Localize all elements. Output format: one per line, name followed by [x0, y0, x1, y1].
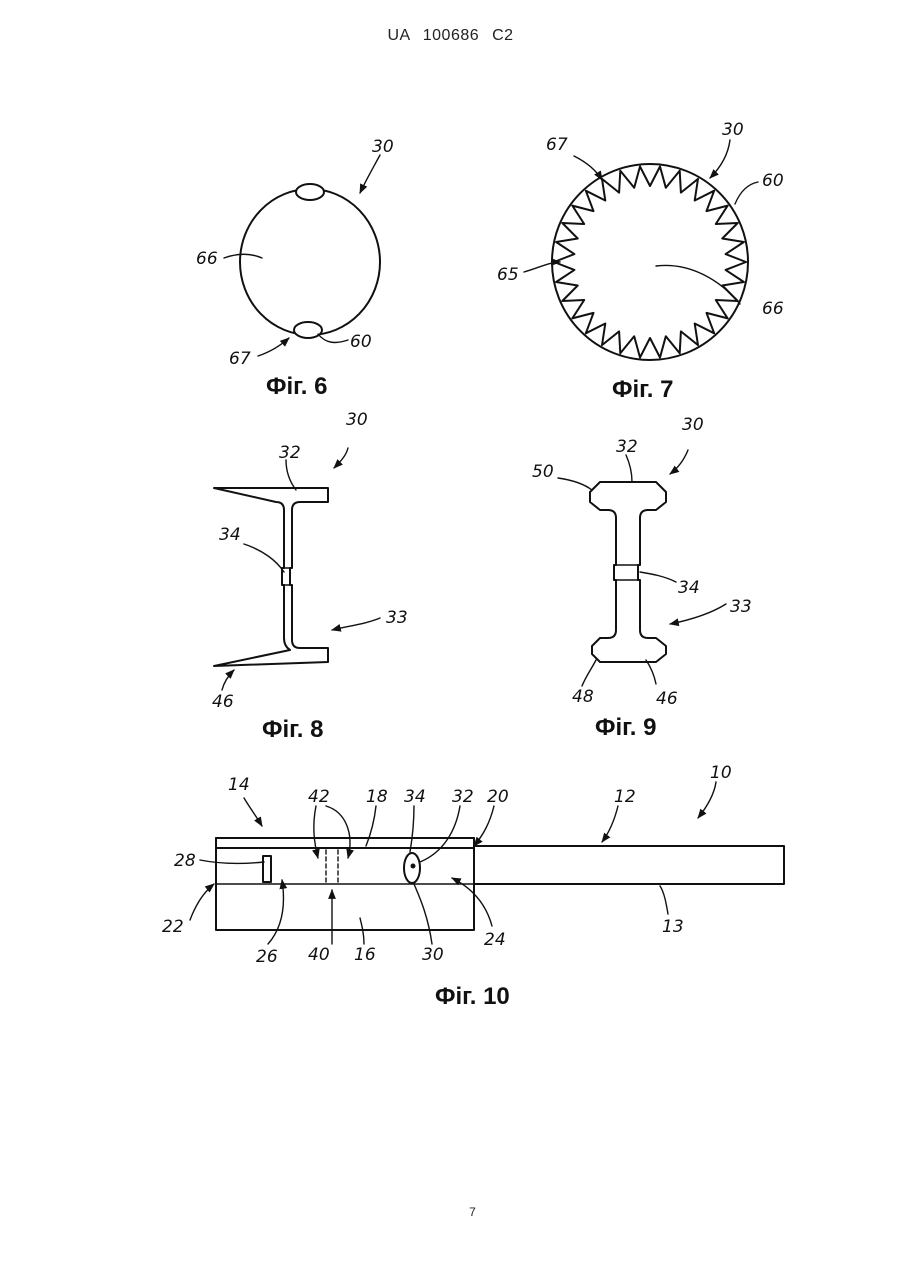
- fig10-seal-dot: [411, 864, 416, 869]
- fig8-label-32: 32: [279, 443, 301, 463]
- fig6-caption: Фіг. 6: [266, 373, 327, 400]
- fig6-leader-66: [224, 254, 262, 258]
- figure-10: 14 42 18 34 32 20 12 10 28 22 26 40 16 3…: [162, 763, 784, 1010]
- fig10-arrow-12: [602, 806, 618, 842]
- fig9-label-46: 46: [656, 689, 678, 709]
- fig6-label-60: 60: [350, 332, 372, 352]
- fig9-i-beam-outline: [590, 482, 666, 662]
- fig10-label-28: 28: [174, 851, 196, 871]
- fig10-stop-pin: [263, 856, 271, 882]
- fig10-arrow-10: [698, 782, 716, 818]
- fig10-label-42: 42: [308, 787, 330, 807]
- fig9-leader-34: [640, 572, 676, 582]
- fig10-arrow-14: [244, 798, 262, 826]
- fig9-label-50: 50: [532, 462, 554, 482]
- fig10-label-10: 10: [710, 763, 732, 783]
- fig8-label-34: 34: [219, 525, 241, 545]
- fig9-label-34: 34: [678, 578, 700, 598]
- fig10-arrow-24: [452, 878, 492, 926]
- fig6-label-30: 30: [372, 137, 394, 157]
- fig8-i-beam-outline: [214, 488, 328, 666]
- fig7-arrow-65: [524, 262, 560, 272]
- fig8-leader-34: [244, 544, 284, 572]
- fig7-arrow-67: [574, 156, 602, 180]
- fig10-leader-13: [660, 886, 668, 914]
- figure-6: 30 66 67 60 Фіг. 6: [196, 137, 394, 400]
- fig7-arrow-30: [710, 140, 730, 178]
- page-number: 7: [0, 1205, 901, 1219]
- fig8-label-33: 33: [386, 608, 408, 628]
- fig10-label-26: 26: [256, 947, 278, 967]
- fig10-label-22: 22: [162, 917, 184, 937]
- figure-7: 67 30 60 65 66 Фіг. 7: [497, 120, 784, 403]
- fig8-arrow-46: [222, 670, 234, 690]
- fig6-label-67: 67: [229, 349, 251, 369]
- fig10-label-14: 14: [228, 775, 250, 795]
- fig10-label-12: 12: [614, 787, 636, 807]
- fig9-label-30: 30: [682, 415, 704, 435]
- fig6-arrow-67: [258, 338, 289, 356]
- fig6-label-66: 66: [196, 249, 218, 269]
- fig10-leader-30: [414, 884, 432, 944]
- fig10-shaft: [474, 846, 784, 884]
- fig8-label-30: 30: [346, 410, 368, 430]
- fig8-leader-32: [286, 460, 296, 490]
- fig6-arrow-30: [360, 155, 380, 193]
- fig9-leader-48: [582, 660, 596, 686]
- fig10-arrow-26: [268, 880, 283, 944]
- fig9-label-33: 33: [730, 597, 752, 617]
- fig9-leader-50: [558, 478, 592, 490]
- fig7-label-67: 67: [546, 135, 568, 155]
- fig10-label-40: 40: [308, 945, 330, 965]
- fig10-arrow-42a: [314, 806, 318, 858]
- fig8-label-46: 46: [212, 692, 234, 712]
- fig9-arrow-30: [670, 450, 688, 474]
- fig9-label-48: 48: [572, 687, 594, 707]
- fig7-label-30: 30: [722, 120, 744, 140]
- fig10-leader-32: [420, 806, 460, 862]
- fig9-arrow-33: [670, 604, 726, 624]
- fig6-ring-outline: [240, 189, 380, 335]
- fig8-arrow-33: [332, 618, 380, 630]
- fig7-label-60: 60: [762, 171, 784, 191]
- fig7-outer-ring: [552, 164, 748, 360]
- figure-9: 50 32 30 34 33 48 46 Фіг. 9: [532, 415, 752, 741]
- fig8-arrow-30: [334, 448, 348, 468]
- fig10-label-16: 16: [354, 945, 376, 965]
- fig6-leader-60: [318, 334, 348, 342]
- fig9-leader-32: [626, 455, 632, 482]
- fig10-label-24: 24: [484, 930, 506, 950]
- fig7-leader-60: [735, 182, 758, 204]
- fig10-label-18: 18: [366, 787, 388, 807]
- fig10-leader-34: [410, 806, 414, 852]
- fig10-arrow-22: [190, 884, 214, 920]
- fig10-top-plate: [216, 838, 474, 848]
- fig7-zigzag-teeth: [554, 167, 746, 358]
- fig7-label-65: 65: [497, 265, 519, 285]
- fig9-leader-46: [646, 660, 656, 684]
- fig10-label-13: 13: [662, 917, 684, 937]
- fig10-label-32: 32: [452, 787, 474, 807]
- fig6-top-lobe: [296, 184, 324, 200]
- fig10-arrow-20: [474, 806, 494, 846]
- fig9-caption: Фіг. 9: [595, 714, 656, 741]
- fig7-caption: Фіг. 7: [612, 376, 673, 403]
- fig8-caption: Фіг. 8: [262, 716, 323, 743]
- fig10-leader-28: [200, 860, 264, 863]
- fig10-caption: Фіг. 10: [435, 983, 510, 1010]
- fig7-label-66: 66: [762, 299, 784, 319]
- fig10-label-30: 30: [422, 945, 444, 965]
- fig10-label-34: 34: [404, 787, 426, 807]
- fig10-leader-18: [366, 806, 376, 846]
- fig9-label-32: 32: [616, 437, 638, 457]
- fig6-bottom-lobe: [294, 322, 322, 338]
- fig10-label-20: 20: [487, 787, 509, 807]
- figure-8: 30 32 34 33 46 Фіг. 8: [212, 410, 408, 743]
